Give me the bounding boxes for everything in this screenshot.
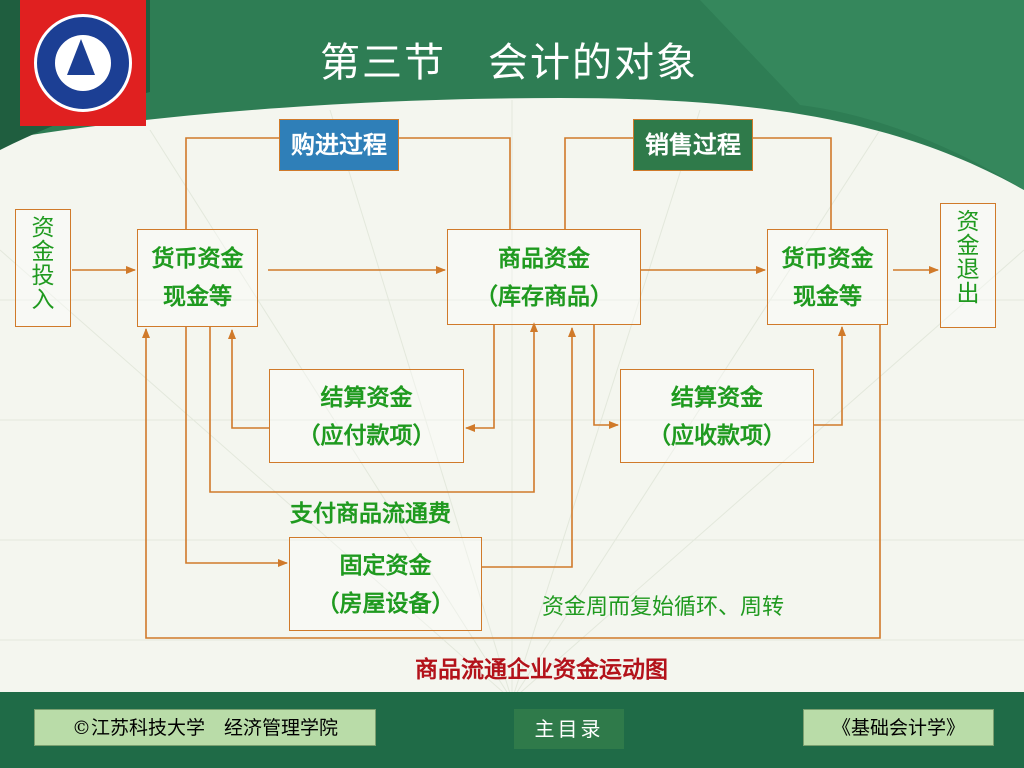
payable-to-money-arrow — [228, 329, 269, 429]
fund-investment-box: 资金投入 — [15, 209, 71, 327]
circulation-fee-label: 支付商品流通费 — [290, 501, 451, 527]
money-fund-right-line1: 货币资金 — [781, 246, 874, 272]
fee-to-goods-arrow — [209, 322, 538, 493]
settlement-payable-box: 结算资金 （应付款项） — [269, 369, 464, 463]
sales-process-label: 销售过程 — [645, 131, 741, 159]
receivable-to-money-arrow — [814, 326, 846, 426]
money-fund-left-line1: 货币资金 — [151, 246, 244, 272]
goods-to-receivable-arrow — [593, 325, 619, 429]
money-fund-right-line2: 现金等 — [793, 284, 862, 310]
university-logo — [20, 0, 146, 126]
cycle-return-arrow — [142, 325, 881, 639]
money-to-fixed-arrow — [185, 327, 288, 567]
purchase-process-box: 购进过程 — [279, 119, 399, 171]
money-fund-left-line2: 现金等 — [163, 284, 232, 310]
sales-process-box: 销售过程 — [633, 119, 753, 171]
sail-icon — [67, 39, 95, 75]
settlement-receivable-box: 结算资金 （应收款项） — [620, 369, 814, 463]
money-fund-left-box: 货币资金 现金等 — [137, 229, 258, 327]
goods-fund-line2: （库存商品） — [475, 284, 613, 310]
logo-emblem — [34, 14, 132, 112]
fixed-fund-box: 固定资金 （房屋设备） — [289, 537, 482, 631]
purchase-process-label: 购进过程 — [291, 131, 387, 159]
settlement-receivable-line1: 结算资金 — [671, 385, 763, 411]
fund-investment-label: 资金投入 — [31, 215, 55, 313]
fixed-fund-line2: （房屋设备） — [316, 591, 455, 617]
money-fund-right-box: 货币资金 现金等 — [767, 229, 888, 325]
slide-title: 第三节 会计的对象 — [320, 40, 698, 86]
sales-bracket-line-right — [753, 137, 832, 229]
goods-fund-line1: 商品资金 — [498, 246, 590, 272]
main-menu-button[interactable]: 主目录 — [514, 709, 624, 749]
settlement-payable-line1: 结算资金 — [320, 385, 413, 411]
sales-bracket-line — [564, 137, 633, 229]
fund-withdrawal-label: 资金退出 — [956, 209, 980, 307]
purchase-bracket-line — [185, 137, 279, 229]
footer-course-title: 《基础会计学》 — [803, 709, 994, 746]
cycle-note: 资金周而复始循环、周转 — [542, 595, 785, 620]
fixed-to-goods-arrow — [482, 327, 576, 568]
diagram-caption: 商品流通企业资金运动图 — [415, 657, 668, 683]
purchase-bracket-line-right — [399, 137, 511, 229]
fixed-fund-line1: 固定资金 — [339, 553, 432, 579]
fund-withdrawal-box: 资金退出 — [940, 203, 996, 328]
goods-fund-box: 商品资金 （库存商品） — [447, 229, 641, 325]
goods-to-payable-arrow — [465, 325, 495, 432]
settlement-payable-line2: （应付款项） — [297, 423, 436, 449]
footer-copyright: ©江苏科技大学 经济管理学院 — [34, 709, 376, 746]
settlement-receivable-line2: （应收款项） — [648, 423, 786, 449]
